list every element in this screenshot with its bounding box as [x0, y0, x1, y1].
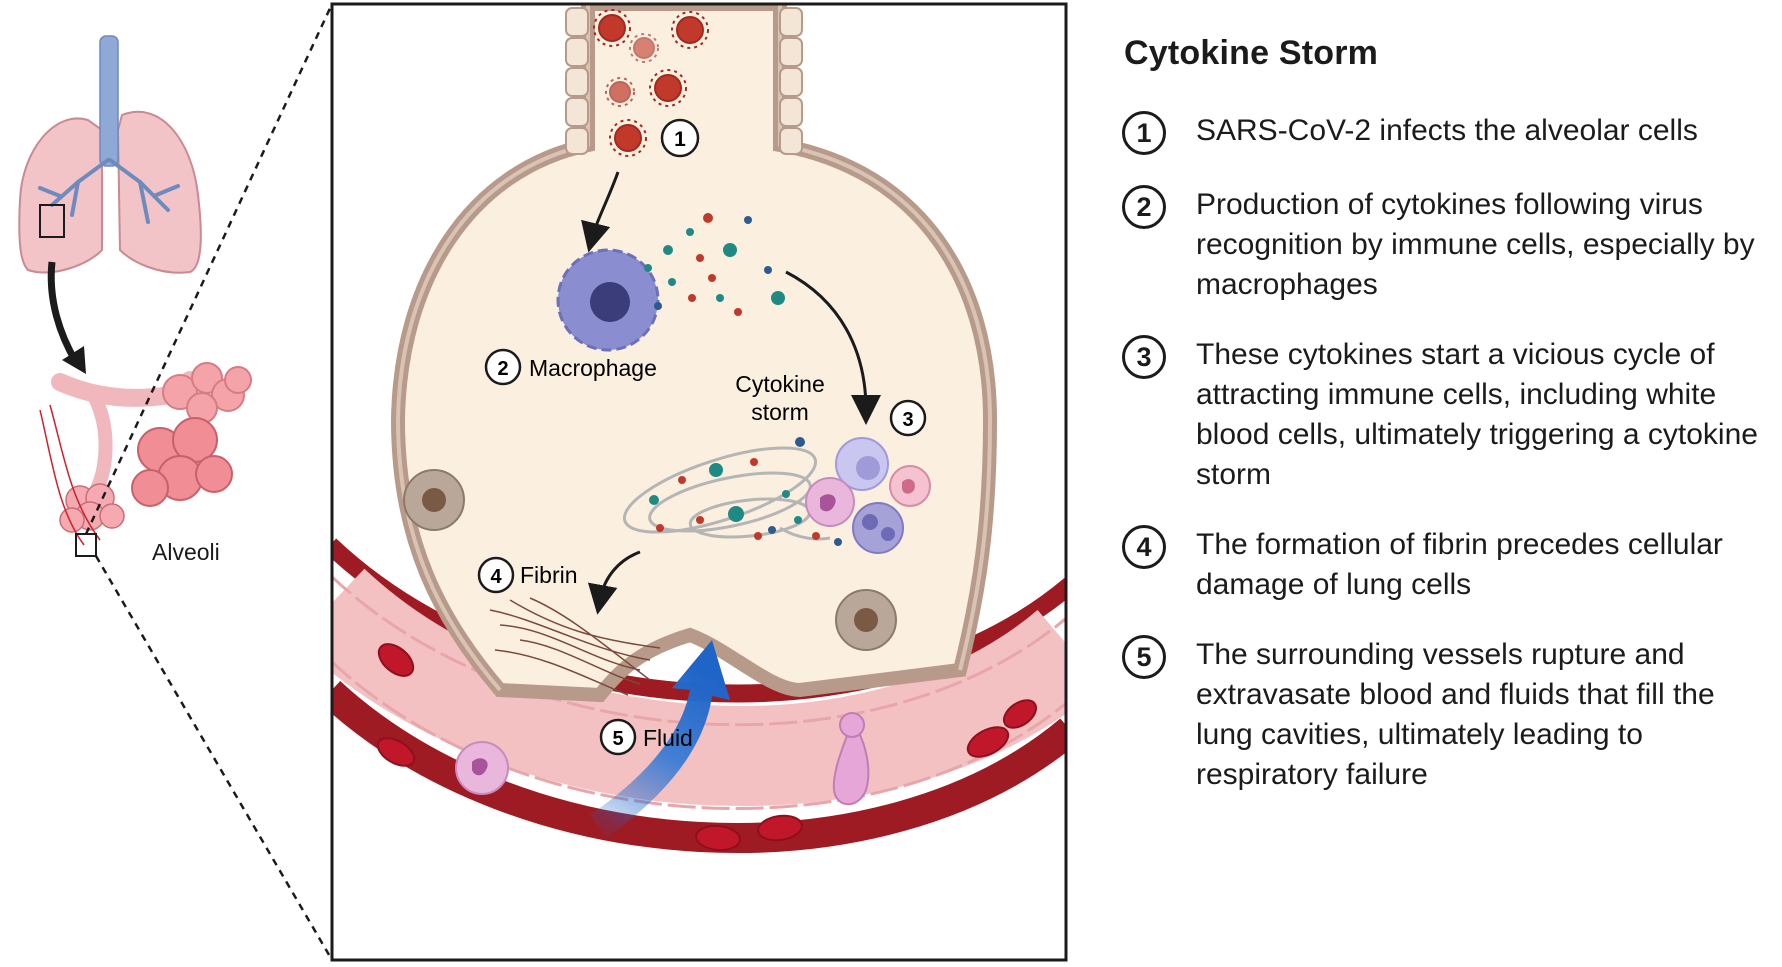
marker-1: 1: [660, 118, 700, 158]
vessel-white-cells: [455, 712, 870, 806]
eosinophil-cell: [852, 502, 904, 554]
alveoli-label: Alveoli: [152, 539, 220, 565]
step-number: 4: [1122, 525, 1166, 569]
fluid-arrow: [590, 640, 730, 838]
svg-text:2: 2: [497, 358, 508, 380]
marker-5: 5: [599, 718, 637, 756]
storm-cytokine-dots: [649, 437, 842, 546]
red-blood-cell: [377, 643, 415, 677]
virus-icon: [605, 77, 635, 107]
legend-panel: Cytokine Storm 1 SARS-CoV-2 infects the …: [1122, 34, 1772, 825]
step-number: 2: [1122, 185, 1166, 229]
svg-text:5: 5: [612, 728, 623, 750]
trachea: [99, 35, 119, 167]
virus-icon: [593, 9, 631, 47]
red-blood-cells: [376, 643, 1038, 852]
bronchi: [38, 158, 180, 224]
zoom-line-top: [84, 3, 334, 535]
fluid-label: Fluid: [643, 725, 693, 751]
step-text: The surrounding vessels rupture and extr…: [1196, 638, 1715, 791]
step-text: The formation of fibrin precedes cellula…: [1196, 528, 1723, 601]
neutrophil-cell: [889, 465, 931, 507]
middle-alveolar-sac: [131, 417, 233, 507]
svg-text:1: 1: [674, 128, 686, 151]
alveoli-illustration: Alveoli: [39, 362, 252, 565]
detail-panel-frame: [330, 2, 1068, 962]
virus-to-macrophage-arrow: [581, 171, 620, 253]
marker-4: 4: [477, 556, 515, 594]
red-blood-cell: [695, 824, 741, 852]
fibrin-arrow: [587, 550, 641, 615]
zoom-line-bottom: [94, 555, 334, 961]
cytokine-storm-label-line1: Cytokine: [735, 371, 824, 397]
legend-step-3: 3 These cytokines start a vicious cycle …: [1122, 335, 1772, 495]
fibrin-strands: [489, 597, 661, 696]
macrophage-cell: [556, 248, 660, 352]
legend-step-1: 1 SARS-CoV-2 infects the alveolar cells: [1122, 111, 1772, 155]
alveolus-sac: [390, 4, 998, 703]
red-blood-cell: [376, 737, 416, 767]
legend-title: Cytokine Storm: [1124, 34, 1379, 72]
virus-icon: [649, 69, 687, 107]
step-number: 3: [1122, 335, 1166, 379]
virus-particles: [593, 9, 709, 157]
step-text: Production of cytokines following virus …: [1196, 188, 1755, 301]
step-number: 1: [1122, 111, 1166, 155]
lungs-illustration: [18, 35, 202, 374]
legend-step-2: 2 Production of cytokines following viru…: [1122, 185, 1772, 305]
marker-3: 3: [889, 399, 927, 437]
alveolar-macrophage-left: [403, 469, 465, 531]
svg-text:4: 4: [490, 566, 502, 588]
step-text: SARS-CoV-2 infects the alveolar cells: [1196, 114, 1698, 147]
capillary-lines: [39, 404, 101, 546]
step-text: These cytokines start a vicious cycle of…: [1196, 338, 1758, 491]
alveolus-detail-panel: [332, 4, 1066, 960]
svg-text:3: 3: [902, 409, 913, 431]
legend-step-5: 5 The surrounding vessels rupture and ex…: [1122, 635, 1772, 795]
airway-wall-cells: [565, 7, 803, 155]
alveolar-macrophage-right: [835, 589, 897, 651]
cytokine-dots: [644, 213, 785, 316]
macrophage-label: Macrophage: [529, 355, 657, 381]
step-number: 5: [1122, 635, 1166, 679]
cytokine-to-storm-arrow: [785, 270, 881, 425]
virus-icon: [609, 119, 647, 157]
marker-2: 2: [484, 348, 522, 386]
red-blood-cell: [1002, 699, 1038, 729]
zoom-box-lung: [39, 204, 65, 238]
cytokine-storm-label-line2: storm: [751, 399, 809, 425]
lymphocyte-cell: [835, 437, 889, 491]
fibrin-label: Fibrin: [520, 562, 578, 588]
virus-icon: [629, 33, 659, 63]
zoom-arrow: [47, 261, 80, 364]
neutrophil-cell: [805, 477, 855, 527]
immune-cells: [805, 437, 931, 554]
red-blood-cell: [966, 726, 1010, 758]
cytokine-storm-swirl: [622, 446, 831, 541]
red-blood-cell: [757, 814, 803, 842]
lower-alveolar-sac: [59, 483, 125, 533]
legend-step-4: 4 The formation of fibrin precedes cellu…: [1122, 525, 1772, 605]
virus-icon: [671, 11, 709, 49]
upper-alveolar-sac: [162, 362, 252, 424]
